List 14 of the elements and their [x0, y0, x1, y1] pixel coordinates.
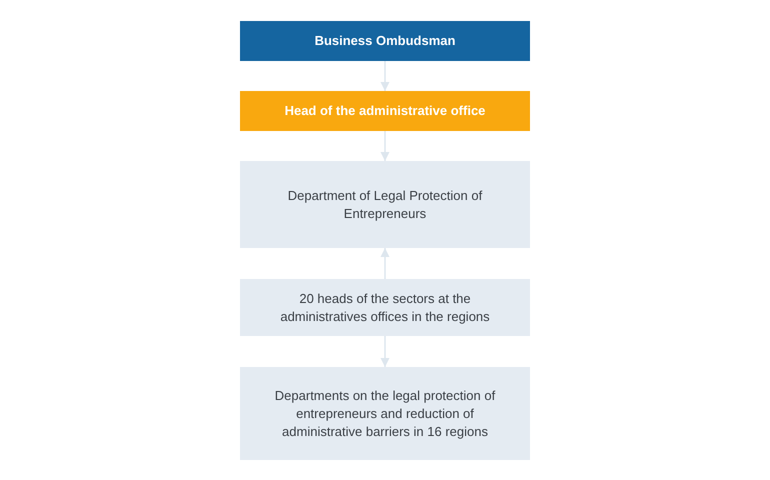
box-label: Business Ombudsman [314, 32, 456, 50]
arrow [380, 61, 390, 91]
org-box [240, 279, 530, 336]
org-box [240, 21, 530, 61]
org-box [240, 161, 530, 248]
box-label: 20 heads of the sectors at the administratives offices in the regions [279, 290, 491, 326]
org-box [240, 91, 530, 131]
arrow [380, 131, 390, 161]
box-label: Departments on the legal protection of entrepreneurs and reduction of administrative barriers in 16 regions [274, 386, 496, 440]
arrow [380, 336, 390, 367]
box-label: Department of Legal Protection of Entrepreneurs [286, 186, 484, 222]
arrow [380, 248, 390, 279]
box-label: Head of the administrative office [284, 102, 486, 120]
org-box [240, 367, 530, 460]
